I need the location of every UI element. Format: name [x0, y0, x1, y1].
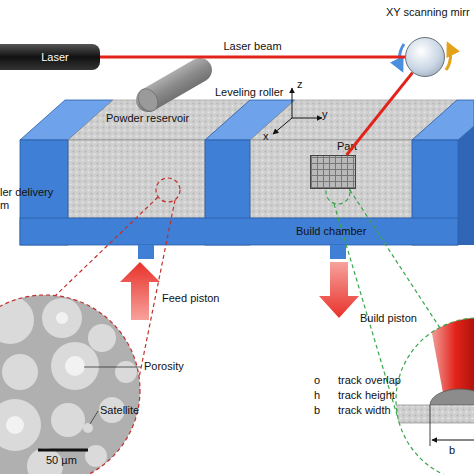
node-label: XY scanning mirr	[386, 6, 470, 19]
satellite-particle	[83, 423, 93, 433]
scanning-mirror: XY scanning mirr	[405, 37, 445, 77]
feed-arrow	[120, 262, 160, 320]
leader-line	[90, 411, 98, 424]
part-label: o	[314, 374, 320, 387]
track-zoom	[390, 310, 474, 474]
piston-stem	[330, 245, 346, 259]
powder-particle	[51, 403, 85, 437]
part-label: Build piston	[360, 312, 417, 325]
pillar-side	[458, 126, 474, 245]
part-label: y	[322, 108, 328, 121]
zoom-line	[139, 200, 175, 378]
substrate	[392, 405, 474, 423]
roller-end	[134, 85, 162, 115]
build-arrow	[319, 262, 359, 318]
powder-particle	[115, 361, 137, 383]
extension-line	[430, 405, 431, 446]
zoom-line	[346, 184, 440, 328]
zoom-marker	[156, 178, 180, 202]
axis-x	[273, 118, 292, 134]
pore	[6, 416, 24, 434]
part-label: ler delivery m	[0, 186, 60, 212]
part-label: Build chamber	[296, 225, 366, 238]
part-label: b	[449, 444, 455, 457]
piston-stem	[138, 245, 154, 259]
part-label: 50 µm	[46, 454, 77, 467]
part-label: Powder reservoir	[106, 112, 189, 125]
zoom-border	[396, 318, 474, 474]
laser-source: Laser	[0, 44, 100, 70]
laser-beam	[347, 73, 413, 155]
axis-y	[292, 118, 322, 119]
pore	[56, 312, 68, 324]
printed-part: Part	[310, 155, 356, 189]
part-label: Leveling roller	[215, 86, 283, 99]
scale-bar	[38, 449, 88, 452]
powder-particle	[51, 342, 99, 390]
part-label: Porosity	[144, 360, 184, 373]
part-label: z	[297, 78, 303, 91]
pore	[65, 356, 85, 376]
zoom-line	[55, 197, 158, 296]
leader-line	[84, 367, 141, 368]
dimension-line	[432, 440, 474, 441]
melt-track	[430, 389, 474, 405]
part-label: Feed piston	[162, 292, 219, 305]
laser-beam	[100, 56, 405, 59]
part-label: h	[314, 389, 320, 402]
axis-z	[292, 88, 293, 118]
powder-bed	[68, 140, 205, 218]
edge-label: Laser beam	[223, 40, 281, 53]
zoom-border	[0, 295, 140, 474]
powder-particle	[2, 354, 38, 390]
part-label: track height	[338, 389, 395, 402]
powder-particle	[88, 324, 116, 352]
powder-particle	[42, 298, 82, 338]
part-label: Satellite	[100, 404, 139, 417]
powder-particle	[85, 445, 107, 467]
part-label: b	[314, 404, 320, 417]
powder-zoom	[0, 290, 150, 474]
part-label: track width	[338, 404, 391, 417]
rotation-arrow	[399, 44, 404, 70]
powder-bed	[250, 140, 412, 218]
part-label: x	[263, 130, 269, 143]
node-label: Laser	[41, 51, 69, 64]
node-label: Part	[337, 140, 357, 153]
rotation-arrow	[446, 44, 451, 70]
laser-cone	[428, 312, 474, 398]
pillar-top	[412, 100, 474, 140]
platform-band	[20, 218, 458, 245]
part-label: track overlap	[338, 374, 401, 387]
powder-particle	[0, 399, 41, 451]
